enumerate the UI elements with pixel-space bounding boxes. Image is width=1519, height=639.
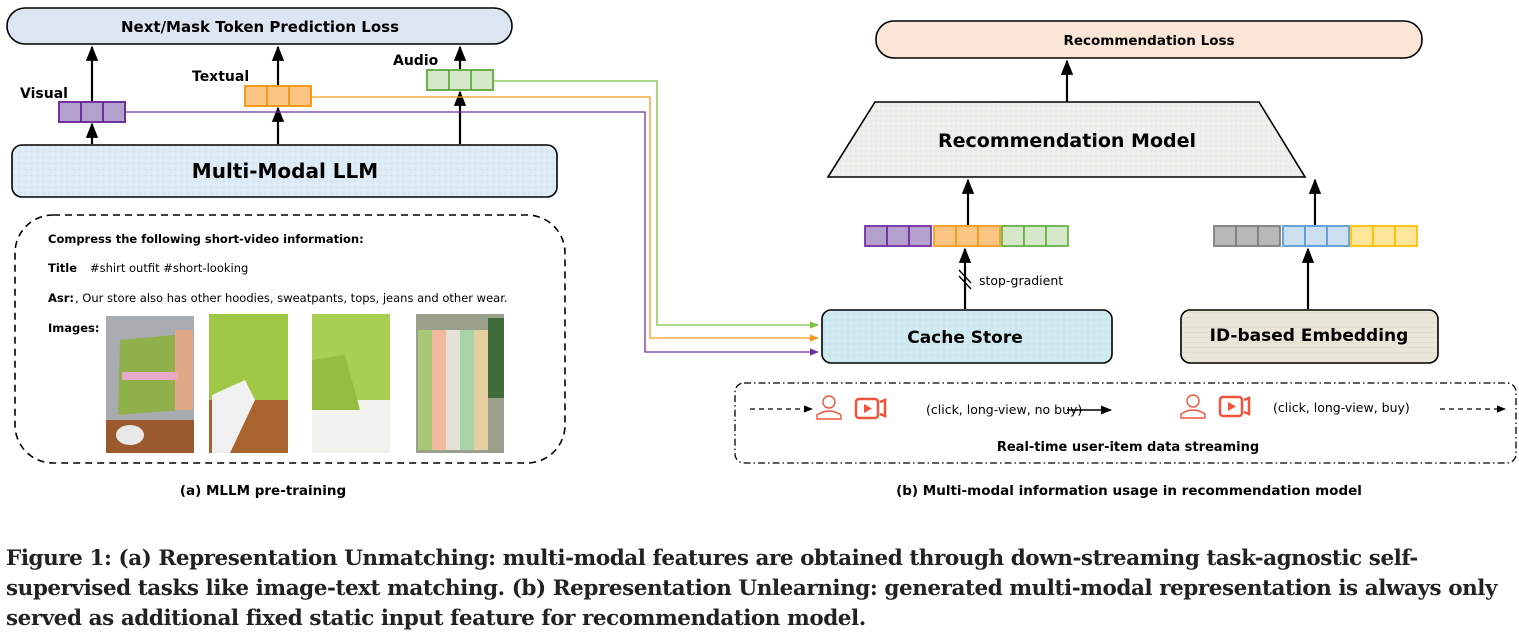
video-frame-4	[416, 314, 504, 453]
recommendation-loss-box	[875, 20, 1423, 59]
visual-label: Visual	[20, 86, 68, 102]
multi-modal-llm-box	[11, 144, 558, 198]
recommendation-model-trapezoid	[826, 101, 1307, 178]
streaming-box	[734, 382, 1517, 464]
audio-label: Audio	[393, 53, 439, 69]
multimodal-embedding-block	[864, 225, 1069, 247]
textual-token-block	[244, 85, 312, 107]
user-icon-1	[816, 395, 842, 420]
textual-label: Textual	[192, 69, 249, 85]
video-icon-1	[854, 397, 887, 420]
asr-key: Asr:	[48, 291, 74, 305]
id-embedding-label: ID-based Embedding	[1210, 326, 1409, 346]
streaming-label: Real-time user-item data streaming	[997, 440, 1259, 455]
user-icon-2	[1180, 394, 1206, 419]
title-value: #shirt outfit #short-looking	[90, 261, 248, 275]
recommendation-loss-label: Recommendation Loss	[1063, 33, 1234, 49]
visual-token-block	[58, 101, 126, 123]
id-embedding-block	[1213, 225, 1418, 247]
stop-gradient-mark	[958, 269, 972, 290]
audio-connector-line	[493, 80, 819, 329]
video-icon-2	[1218, 395, 1251, 418]
panel-b: Recommendation Loss Recommendation Model	[734, 20, 1517, 499]
stream-event-1: (click, long-view, no buy)	[926, 402, 1082, 417]
panel-a-caption: (a) MLLM pre-training	[180, 483, 346, 499]
stream-event-2: (click, long-view, buy)	[1273, 400, 1410, 415]
asr-value: , Our store also has other hoodies, swea…	[75, 291, 508, 305]
figure-diagram: Next/Mask Token Prediction Loss Multi-Mo…	[6, 7, 1517, 499]
next-mask-loss-box	[6, 7, 513, 45]
textual-connector-line	[311, 96, 819, 342]
video-frame-1	[106, 316, 194, 453]
audio-token-block	[426, 69, 494, 91]
cache-store-box	[821, 309, 1113, 364]
visual-connector-line	[126, 111, 819, 356]
multi-modal-llm-label: Multi-Modal LLM	[192, 159, 378, 183]
figure-caption: Figure 1: (a) Representation Unmatching:…	[6, 546, 1498, 631]
stop-gradient-label: stop-gradient	[979, 273, 1063, 288]
next-mask-loss-label: Next/Mask Token Prediction Loss	[121, 18, 399, 36]
title-key: Title	[48, 261, 77, 275]
panel-a: Next/Mask Token Prediction Loss Multi-Mo…	[6, 7, 819, 499]
recommendation-model-label: Recommendation Model	[938, 130, 1196, 152]
id-embedding-box	[1180, 309, 1439, 364]
prompt-box	[14, 214, 566, 464]
panel-b-caption: (b) Multi-modal information usage in rec…	[896, 483, 1362, 499]
video-frame-2	[209, 314, 288, 453]
prompt-instruction: Compress the following short-video infor…	[48, 232, 364, 246]
images-key: Images:	[48, 321, 100, 335]
cache-store-label: Cache Store	[907, 328, 1023, 348]
video-frame-3	[312, 314, 390, 453]
